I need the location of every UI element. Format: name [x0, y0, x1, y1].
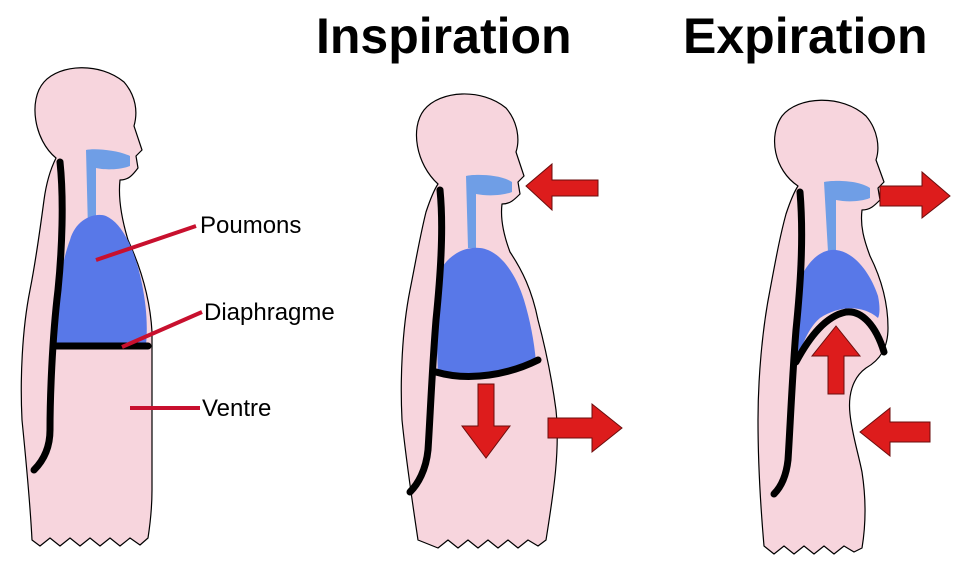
figure-inspiration [401, 94, 622, 548]
figure-expiration [758, 100, 950, 554]
title-expiration: Expiration [683, 8, 927, 64]
lungs-inspiration [436, 248, 536, 377]
label-lungs: Poumons [200, 212, 301, 239]
airflow-out-arrow [880, 172, 950, 218]
label-diaphragm: Diaphragme [204, 299, 335, 326]
belly-out-arrow [548, 404, 622, 452]
airflow-in-arrow [526, 164, 598, 210]
belly-in-arrow [860, 408, 930, 456]
figure-reference: Poumons Diaphragme Ventre [21, 68, 334, 546]
title-inspiration: Inspiration [316, 8, 572, 64]
label-belly: Ventre [202, 395, 271, 422]
